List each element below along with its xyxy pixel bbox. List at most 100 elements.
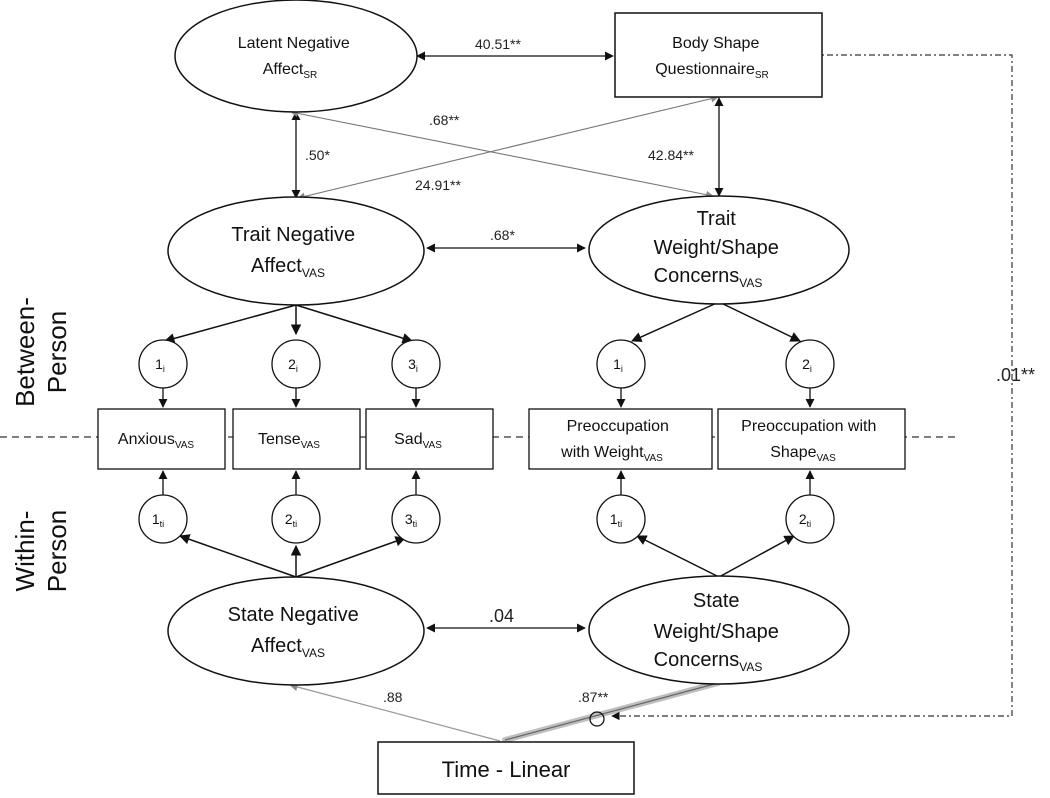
edge-state-wsc-1 bbox=[636, 535, 720, 578]
latent-na-line2: Affect bbox=[263, 61, 304, 78]
residual-within-4: 1ti bbox=[596, 494, 646, 544]
svg-text:3i: 3i bbox=[408, 356, 418, 374]
latent-negative-affect-node bbox=[174, 0, 418, 113]
svg-text:Preoccupation with Shape: Preoccupation with ShapeVAS bbox=[741, 418, 881, 464]
state-weight-shape-node bbox=[588, 575, 850, 685]
edge-state-wsc-2 bbox=[718, 535, 795, 578]
rw4-sub: ti bbox=[618, 519, 623, 529]
svg-text:1i: 1i bbox=[613, 356, 623, 374]
between-person-label-2: Person bbox=[42, 311, 72, 393]
residual-within-3: 3ti bbox=[391, 494, 441, 544]
sad-sub: VAS bbox=[423, 440, 443, 451]
rb3-num: 3 bbox=[408, 356, 416, 372]
svg-text:1ti: 1ti bbox=[152, 511, 164, 529]
latent-na-sub: SR bbox=[303, 70, 317, 81]
bsq-sub: SR bbox=[755, 70, 769, 81]
residual-within-2: 2ti bbox=[271, 494, 321, 544]
svg-text:1ti: 1ti bbox=[610, 511, 622, 529]
edge-trait-wsc-2 bbox=[718, 301, 801, 342]
trait-wsc-sub: VAS bbox=[739, 276, 762, 290]
residual-between-3: 3i bbox=[391, 339, 441, 389]
svg-text:State Weight/Shape Con: State Weight/Shape ConcernsVAS bbox=[654, 590, 785, 674]
svg-text:3ti: 3ti bbox=[405, 511, 417, 529]
rb5-sub: i bbox=[810, 364, 812, 374]
state-na-line1: State Negative bbox=[228, 604, 359, 626]
rw3-sub: ti bbox=[413, 519, 418, 529]
anxious-indicator: AnxiousVAS bbox=[97, 408, 226, 470]
trait-na-line2: Affect bbox=[251, 255, 302, 277]
svg-text:2i: 2i bbox=[288, 356, 298, 374]
edge-cross-b bbox=[297, 94, 719, 201]
state-wsc-line1: State bbox=[693, 590, 740, 612]
edge-time-state-wsc-core bbox=[504, 682, 719, 741]
coef-cross-a: .68** bbox=[429, 112, 460, 128]
time-linear-label: Time - Linear bbox=[442, 757, 571, 782]
edge-state-na-3 bbox=[295, 536, 406, 578]
rw2-sub: ti bbox=[293, 519, 298, 529]
coef-latent-bsq: 40.51** bbox=[475, 36, 521, 52]
edge-trait-na-3 bbox=[295, 304, 414, 344]
trait-negative-affect-node bbox=[167, 196, 425, 306]
preocc-shape-line2: Shape bbox=[770, 444, 816, 461]
edge-state-na-1 bbox=[179, 534, 297, 578]
sad-indicator: SadVAS bbox=[365, 408, 494, 470]
moderation-point bbox=[589, 711, 605, 727]
preocc-weight-sub: VAS bbox=[644, 453, 664, 464]
residual-between-2: 2i bbox=[271, 339, 321, 389]
svg-text:1i: 1i bbox=[155, 356, 165, 374]
svg-text:Preoccupation with Weigh: Preoccupation with WeightVAS bbox=[560, 418, 673, 464]
tense-label: Tense bbox=[258, 431, 301, 448]
preoccupation-weight-indicator: Preoccupation with WeightVAS bbox=[528, 408, 713, 470]
state-wsc-line3: Concerns bbox=[654, 649, 740, 671]
residual-between-5: 2i bbox=[785, 339, 835, 389]
trait-weight-shape-node bbox=[588, 195, 850, 305]
coef-time-state-na: .88 bbox=[383, 689, 403, 705]
coef-trait-trait: .68* bbox=[490, 227, 515, 243]
state-wsc-sub: VAS bbox=[739, 660, 762, 674]
preoccupation-shape-indicator: Preoccupation with ShapeVAS bbox=[717, 408, 906, 470]
preocc-weight-line2: with Weight bbox=[560, 444, 644, 461]
time-linear-node bbox=[377, 741, 635, 795]
state-na-sub: VAS bbox=[302, 646, 325, 660]
anxious-sub: VAS bbox=[175, 440, 195, 451]
residual-between-1: 1i bbox=[138, 339, 188, 389]
rw4-num: 1 bbox=[610, 511, 618, 527]
preocc-shape-line1: Preoccupation with bbox=[741, 418, 876, 435]
within-person-label-1: Within- bbox=[10, 511, 40, 592]
rb1-sub: i bbox=[163, 364, 165, 374]
rb1-num: 1 bbox=[155, 356, 163, 372]
anxious-label: Anxious bbox=[118, 431, 175, 448]
rb2-sub: i bbox=[296, 364, 298, 374]
preocc-shape-sub: VAS bbox=[816, 453, 836, 464]
svg-text:AnxiousVAS: AnxiousVAS bbox=[118, 431, 195, 451]
svg-text:State Negative AffectVAS: State Negative AffectVAS bbox=[228, 604, 365, 660]
rb4-num: 1 bbox=[613, 356, 621, 372]
residual-within-5: 2ti bbox=[785, 494, 835, 544]
sad-label: Sad bbox=[394, 431, 422, 448]
coef-state-state: .04 bbox=[489, 606, 514, 626]
svg-text:SadVAS: SadVAS bbox=[394, 431, 442, 451]
coef-cross-b: 24.91** bbox=[415, 177, 461, 193]
edge-bsq-moderation bbox=[611, 54, 1013, 721]
bsq-line2: Questionnaire bbox=[655, 61, 755, 78]
rw2-num: 2 bbox=[285, 511, 293, 527]
svg-text:TenseVAS: TenseVAS bbox=[258, 431, 320, 451]
state-wsc-line2: Weight/Shape bbox=[654, 621, 779, 643]
rw5-num: 2 bbox=[799, 511, 807, 527]
residual-within-1: 1ti bbox=[138, 494, 188, 544]
rw1-num: 1 bbox=[152, 511, 160, 527]
rb2-num: 2 bbox=[288, 356, 296, 372]
edge-trait-na-1 bbox=[163, 304, 297, 344]
svg-text:Latent Negative AffectSR: Latent Negative AffectSR bbox=[238, 35, 355, 81]
svg-text:2i: 2i bbox=[802, 356, 812, 374]
coef-bsq-time: .01** bbox=[996, 365, 1035, 385]
trait-wsc-line3: Concerns bbox=[654, 265, 740, 287]
svg-text:Trait Weight/Shape Con: Trait Weight/Shape ConcernsVAS bbox=[654, 208, 785, 290]
edge-time-state-na bbox=[289, 682, 501, 742]
coef-time-state-wsc: .87** bbox=[578, 689, 609, 705]
svg-text:2ti: 2ti bbox=[285, 511, 297, 529]
latent-na-line1: Latent Negative bbox=[238, 35, 350, 52]
tense-sub: VAS bbox=[301, 440, 321, 451]
rb5-num: 2 bbox=[802, 356, 810, 372]
